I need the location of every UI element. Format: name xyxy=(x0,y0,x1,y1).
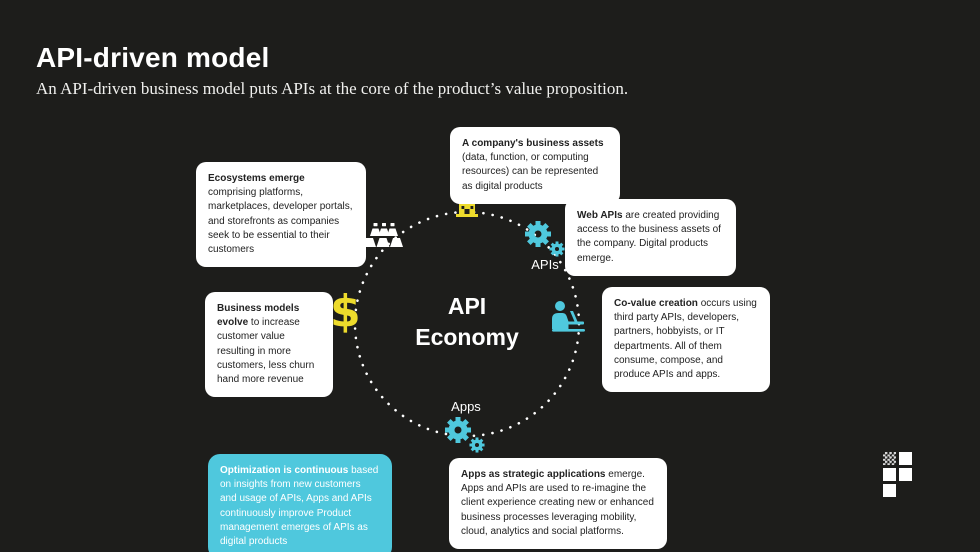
center-title-line1: API xyxy=(447,293,487,319)
center-title-line2: Economy xyxy=(415,324,519,351)
page-subtitle: An API-driven business model puts APIs a… xyxy=(36,79,629,98)
person-laptop-icon xyxy=(552,301,585,332)
callout-rest-text: occurs using third party APIs, developer… xyxy=(614,298,757,380)
callout-ecosystems: Ecosystems emerge comprising platforms, … xyxy=(196,162,366,268)
center-title: API Economy xyxy=(351,291,583,353)
logo-square xyxy=(899,452,912,465)
callout-business-models: Business models evolve to increase custo… xyxy=(205,292,333,398)
callout-bold-text: Optimization is continuous xyxy=(220,465,349,476)
logo-square xyxy=(883,468,896,481)
callout-rest-text: emerge. Apps and APIs are used to re-ima… xyxy=(461,469,654,537)
apis-label: APIs xyxy=(531,257,559,272)
logo-square-checker xyxy=(883,452,896,465)
callout-rest-text: (data, function, or computing resources)… xyxy=(462,152,599,192)
callout-apps-strategic: Apps as strategic applications emerge. A… xyxy=(449,458,667,549)
logo-square-empty xyxy=(899,484,912,497)
gold-bars-icon xyxy=(363,223,403,247)
callout-bold-text: Ecosystems emerge xyxy=(208,173,305,184)
callout-bold-text: Business models evolve xyxy=(217,303,300,329)
callout-bold-text: A company's business assets xyxy=(462,138,604,149)
callout-co-value-creation: Co-value creation occurs using third par… xyxy=(602,287,770,393)
logo-square xyxy=(883,484,896,497)
callout-bold-text: Apps as strategic applications xyxy=(461,469,606,480)
callout-web-apis: Web APIs are created providing access to… xyxy=(565,199,736,276)
pixel-grid-logo-icon xyxy=(883,452,912,497)
callout-rest-text: to increase customer value resulting in … xyxy=(217,317,315,385)
callout-bold-text: Co-value creation xyxy=(614,298,698,309)
gears-icon-apis xyxy=(525,221,565,257)
callout-bold-text: Web APIs xyxy=(577,210,623,221)
callout-rest-text: based on insights from new customers and… xyxy=(220,465,379,547)
logo-square xyxy=(899,468,912,481)
dollar-icon: $ xyxy=(330,286,361,337)
callout-optimization: Optimization is continuous based on insi… xyxy=(208,454,392,552)
gears-icon-apps xyxy=(445,417,485,453)
page-title: API-driven model xyxy=(36,42,270,73)
callout-rest-text: are created providing access to the busi… xyxy=(577,210,721,264)
callout-rest-text: comprising platforms, marketplaces, deve… xyxy=(208,187,353,255)
callout-company-assets: A company's business assets (data, funct… xyxy=(450,127,620,204)
apps-label: Apps xyxy=(451,399,481,414)
